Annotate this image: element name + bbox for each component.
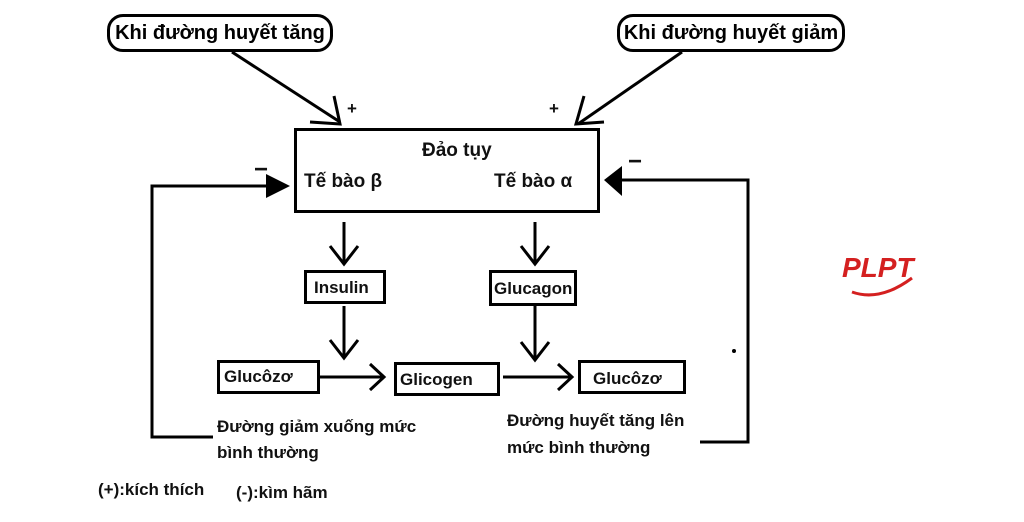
plus-sign-right: + [549,99,559,118]
legend-inhibit: (-):kìm hãm [236,483,328,502]
feedback-loop-left [150,174,290,439]
outcome-increase-line2: mức bình thường [507,438,651,457]
glucose-left-label: Glucôzơ [224,367,293,386]
logo-swoosh [851,276,913,297]
arrow-glycogen-to-glucose [503,362,575,392]
pancreas-box [294,128,600,213]
plus-sign-left: + [347,99,357,118]
signal-glucose-up: Khi đường huyết tăng [107,14,333,52]
arrow-insulin-down [328,306,360,361]
glycogen-label: Glicogen [400,370,473,389]
minus-sign-right: − [628,148,643,175]
signal-glucose-down-label: Khi đường huyết giảm [623,21,839,44]
signal-glucose-down: Khi đường huyết giảm [617,14,845,52]
legend-stimulate: (+):kích thích [98,480,205,499]
outcome-decrease-line2: bình thường [217,443,319,462]
arrow-glucagon-down [519,306,551,363]
insulin-label: Insulin [314,278,369,297]
glucose-right-label: Glucôzơ [593,369,662,388]
arrow-glucose-up-to-pancreas [231,50,342,126]
plpt-logo: PLPT [842,252,932,302]
arrow-alpha-to-glucagon [519,222,551,267]
minus-sign-left: − [254,156,269,183]
glucose-right-box [578,360,686,394]
arrow-glucose-down-to-pancreas [573,50,683,126]
arrow-beta-to-insulin [328,222,360,267]
feedback-loop-right [604,166,750,444]
pancreas-title: Đảo tụy [422,140,492,161]
plpt-logo-text: PLPT [842,252,914,283]
outcome-decrease-line1: Đường giảm xuống mức [217,417,417,436]
glucose-left-box [217,360,320,394]
glycogen-box [394,362,500,396]
arrow-glucose-to-glycogen [320,362,387,392]
signal-glucose-up-label: Khi đường huyết tăng [115,21,325,44]
insulin-box [304,270,386,304]
outcome-increase-line1: Đường huyết tăng lên [507,411,685,430]
glucagon-box [489,270,577,306]
alpha-cell-label: Tế bào α [494,171,573,192]
stray-dot [732,349,736,353]
beta-cell-label: Tế bào β [304,171,383,192]
glucagon-label: Glucagon [494,279,573,298]
